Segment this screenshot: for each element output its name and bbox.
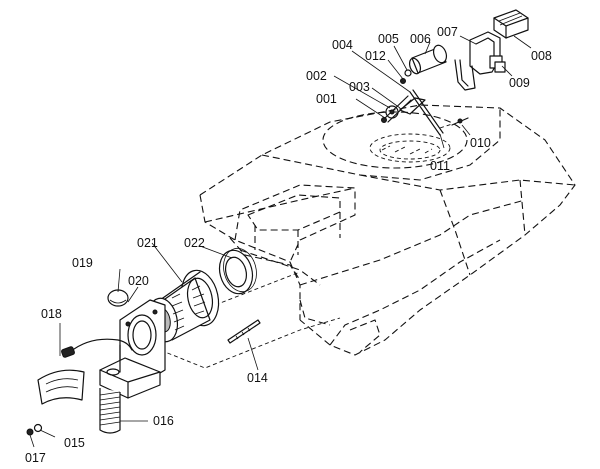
fastener-parts-015-017 xyxy=(26,423,43,436)
leader-lines xyxy=(29,35,532,448)
label-004: 004 xyxy=(332,38,353,52)
bracket-part-009 xyxy=(454,31,506,91)
screw-part-010 xyxy=(439,117,469,129)
label-019: 019 xyxy=(72,256,93,270)
label-001: 001 xyxy=(316,92,337,106)
pin-part-014 xyxy=(227,319,261,344)
label-018: 018 xyxy=(41,307,62,321)
label-007: 007 xyxy=(437,25,458,39)
label-010: 010 xyxy=(470,136,491,150)
label-014: 014 xyxy=(247,371,268,385)
linkage-parts xyxy=(381,69,444,136)
label-021: 021 xyxy=(137,236,158,250)
label-009: 009 xyxy=(509,76,530,90)
handle-part-016 xyxy=(99,344,161,434)
assembly-axis-line xyxy=(134,271,341,369)
cylinder-part-006 xyxy=(408,44,448,75)
part-labels: 001 002 003 004 005 006 007 008 009 010 … xyxy=(25,25,552,465)
label-022: 022 xyxy=(184,236,205,250)
label-020: 020 xyxy=(128,274,149,288)
knob-part-019 xyxy=(107,289,129,307)
label-015: 015 xyxy=(64,436,85,450)
label-011: 011 xyxy=(430,159,450,173)
label-016: 016 xyxy=(153,414,174,428)
connector-part-008 xyxy=(493,9,529,39)
label-005: 005 xyxy=(378,32,399,46)
label-006: 006 xyxy=(410,32,431,46)
ring-part-022 xyxy=(218,247,257,295)
label-008: 008 xyxy=(531,49,552,63)
label-017: 017 xyxy=(25,451,46,465)
label-012: 012 xyxy=(365,49,386,63)
housing-body xyxy=(199,104,576,356)
cable-part-018 xyxy=(37,338,133,405)
label-003: 003 xyxy=(349,80,370,94)
label-002: 002 xyxy=(306,69,327,83)
